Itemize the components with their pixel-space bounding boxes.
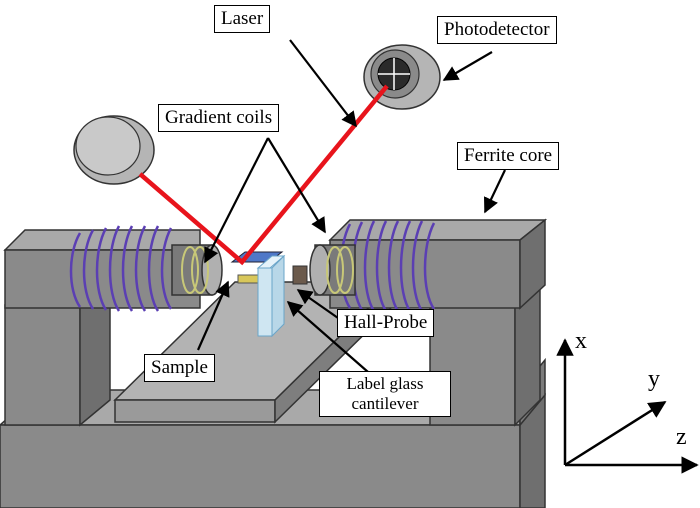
label-laser: Laser [214, 5, 271, 33]
callout-arrows [196, 39, 506, 373]
right-gradient-coil [309, 244, 356, 296]
left-gradient-coil [171, 244, 223, 296]
axis-label-x: x [575, 328, 587, 354]
laser-beam [138, 84, 389, 266]
label-cantilever: Label glass cantilever [319, 371, 451, 417]
label-ferrite-core: Ferrite core [457, 142, 560, 170]
label-hall-probe: Hall-Probe [337, 309, 435, 337]
label-sample: Sample [144, 354, 215, 382]
right-pillar [429, 283, 541, 427]
laser-source [73, 115, 155, 185]
axis-label-z: z [676, 424, 687, 450]
label-cantilever-line2: cantilever [351, 394, 419, 413]
label-cantilever-line1: Label glass [346, 374, 424, 393]
label-photodetector: Photodetector [437, 16, 557, 44]
axis-label-y: y [648, 366, 660, 392]
hall-probe [292, 265, 308, 285]
left-ferrite-arm [3, 229, 201, 309]
left-pillar [4, 283, 111, 427]
left-coil-winding [69, 225, 173, 312]
label-gradient-coils: Gradient coils [158, 104, 280, 132]
coordinate-axes [556, 338, 699, 474]
right-ferrite-arm [328, 218, 548, 310]
glass-cantilever [256, 254, 286, 338]
